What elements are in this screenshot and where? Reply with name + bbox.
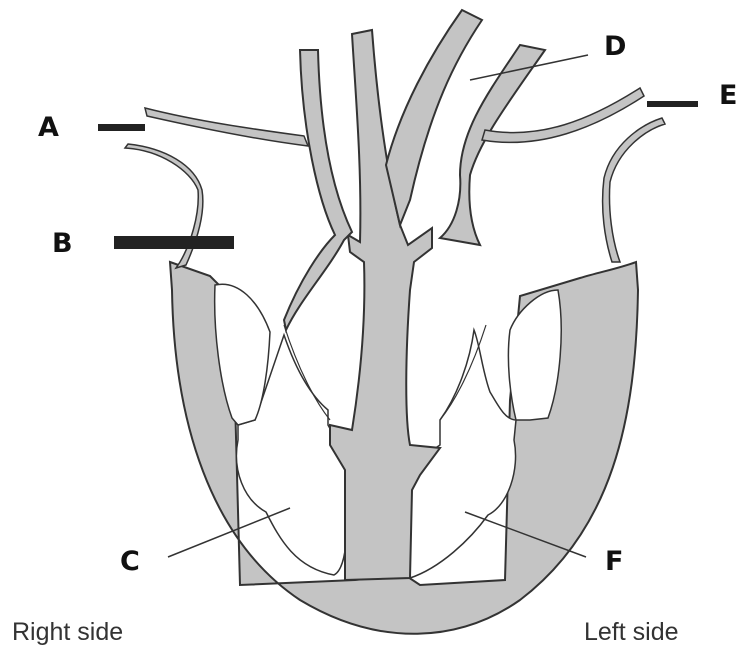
pulmonary-artery	[284, 50, 352, 330]
label-b: B	[52, 230, 73, 257]
pulmonary-branch	[145, 108, 308, 146]
label-f: F	[605, 548, 623, 575]
marker-a	[98, 124, 145, 131]
vena-cava	[125, 144, 203, 268]
label-c: C	[120, 548, 140, 575]
marker-b	[114, 236, 234, 249]
label-a: A	[38, 114, 59, 141]
label-e: E	[719, 82, 737, 109]
pulmonary-vein-left	[603, 118, 665, 262]
left-side-label: Left side	[584, 620, 679, 645]
marker-e	[647, 101, 698, 107]
right-side-label: Right side	[12, 620, 123, 645]
label-d: D	[604, 33, 626, 60]
left-atrium-cavity	[508, 290, 561, 420]
